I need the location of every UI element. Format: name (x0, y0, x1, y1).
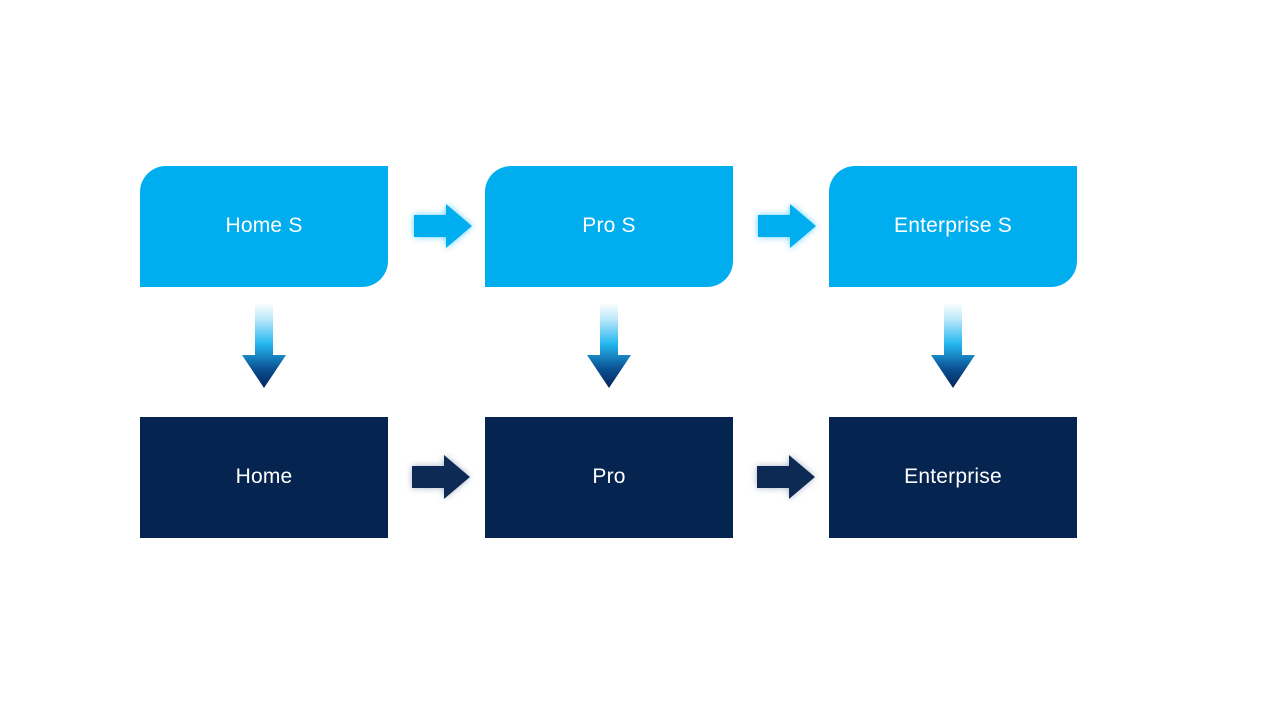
node-label-enterprise-s: Enterprise S (894, 214, 1012, 237)
arrow-right-home-s-to-pro-s (408, 198, 478, 254)
node-label-home: Home (235, 465, 293, 488)
node-label-enterprise: Enterprise (904, 465, 1002, 488)
node-home[interactable]: Home (140, 417, 388, 538)
arrow-right-pro-to-enterprise (749, 449, 819, 505)
arrow-down-enterprise-s-to-enterprise (922, 303, 984, 391)
node-label-home-s: Home S (225, 214, 303, 237)
node-home-s[interactable]: Home S (140, 166, 388, 287)
arrow-right-pro-s-to-enterprise-s (752, 198, 822, 254)
node-pro-s[interactable]: Pro S (485, 166, 733, 287)
arrow-right-home-to-pro (404, 449, 474, 505)
arrow-down-pro-s-to-pro (578, 303, 640, 391)
node-label-pro-s: Pro S (582, 214, 636, 237)
node-label-pro: Pro (592, 465, 626, 488)
node-pro[interactable]: Pro (485, 417, 733, 538)
node-enterprise[interactable]: Enterprise (829, 417, 1077, 538)
node-enterprise-s[interactable]: Enterprise S (829, 166, 1077, 287)
arrow-down-home-s-to-home (233, 303, 295, 391)
